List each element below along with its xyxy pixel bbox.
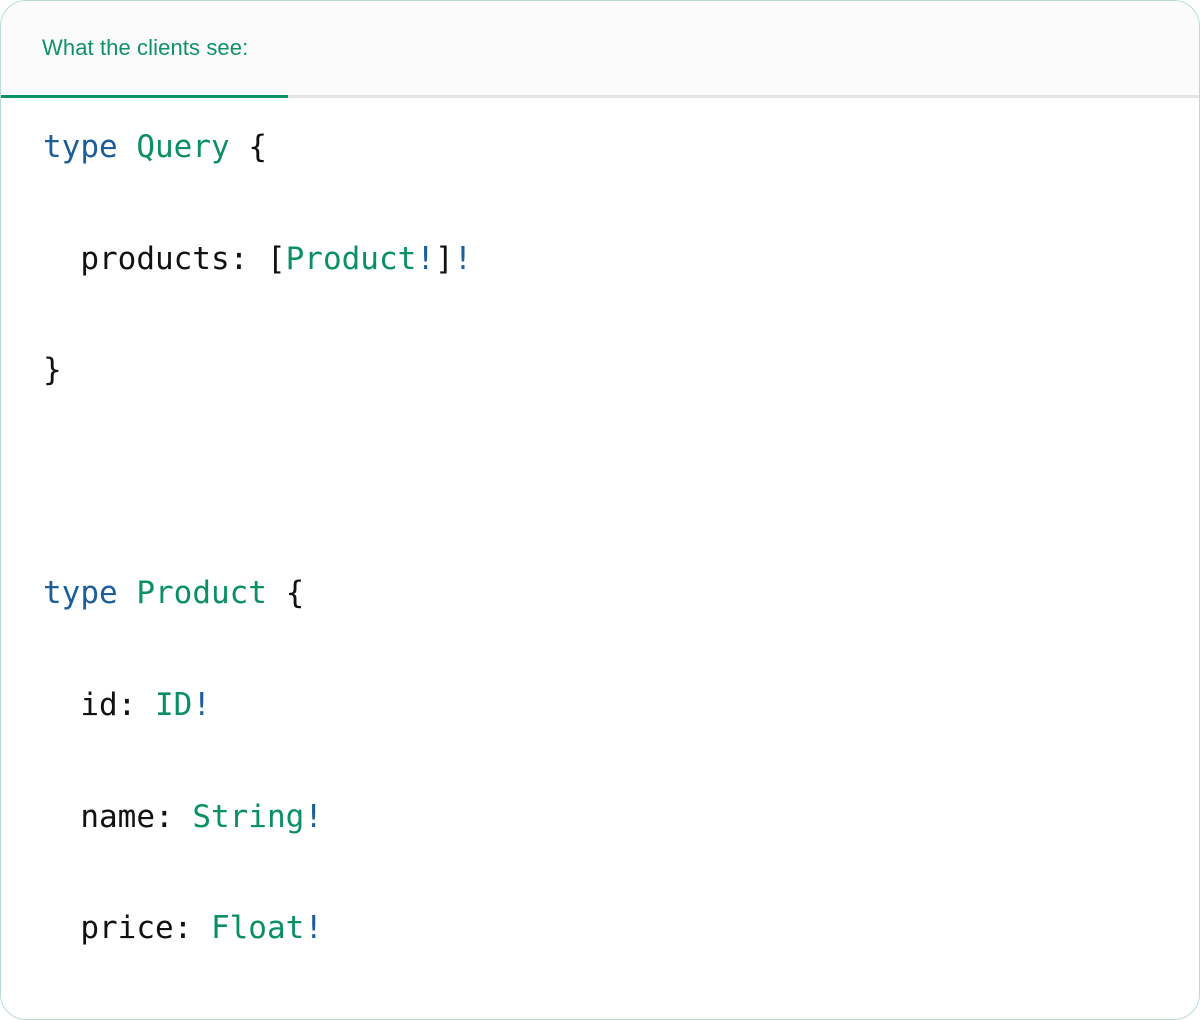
- code-token-bang: !: [192, 686, 211, 723]
- code-token-bang: !: [304, 798, 323, 835]
- code-token-type: Product: [285, 240, 417, 277]
- code-token-kw: type: [43, 575, 118, 612]
- graphql-schema-code[interactable]: type Query { products: [Product!]! } typ…: [1, 120, 1199, 1019]
- code-token-field: price:: [43, 910, 211, 947]
- code-token-punc: {: [266, 575, 305, 612]
- code-line: products: [Product!]!: [43, 232, 1157, 288]
- code-token-punc: ]: [434, 240, 454, 277]
- tab-label: What the clients see:: [42, 35, 249, 60]
- code-token-punc: [118, 575, 137, 611]
- code-token-type: ID: [154, 686, 193, 723]
- code-token-kw: type: [43, 129, 118, 165]
- code-token-punc: [118, 129, 137, 165]
- code-token-bang: !: [304, 910, 323, 947]
- code-token-field: products:: [43, 240, 267, 277]
- code-token-punc: }: [43, 352, 62, 389]
- code-token-type: String: [192, 798, 305, 835]
- code-area: type Query { products: [Product!]! } typ…: [1, 98, 1199, 1018]
- code-line: id: ID!: [43, 678, 1157, 734]
- code-token-punc: {: [229, 129, 267, 165]
- code-line: type Product {: [43, 566, 1157, 622]
- code-token-punc: [: [266, 240, 286, 277]
- code-token-field: name:: [43, 798, 193, 835]
- code-line: type Query {: [43, 120, 1157, 176]
- code-token-bang: !: [416, 240, 435, 277]
- code-token-type: Product: [136, 575, 267, 612]
- code-token-bang: !: [453, 240, 473, 277]
- code-line: }: [43, 343, 1157, 399]
- code-line: name: String!: [43, 790, 1157, 846]
- tab-bar: What the clients see:: [1, 1, 1199, 98]
- code-token-type: Float: [210, 910, 305, 947]
- code-line: price: Float!: [43, 901, 1157, 957]
- code-token-type: Query: [136, 129, 230, 165]
- code-token-field: id:: [43, 686, 155, 723]
- code-line: [43, 455, 1157, 511]
- code-line: reviews: [Review!]!: [43, 1013, 1157, 1019]
- tab-what-the-clients-see[interactable]: What the clients see:: [1, 1, 289, 98]
